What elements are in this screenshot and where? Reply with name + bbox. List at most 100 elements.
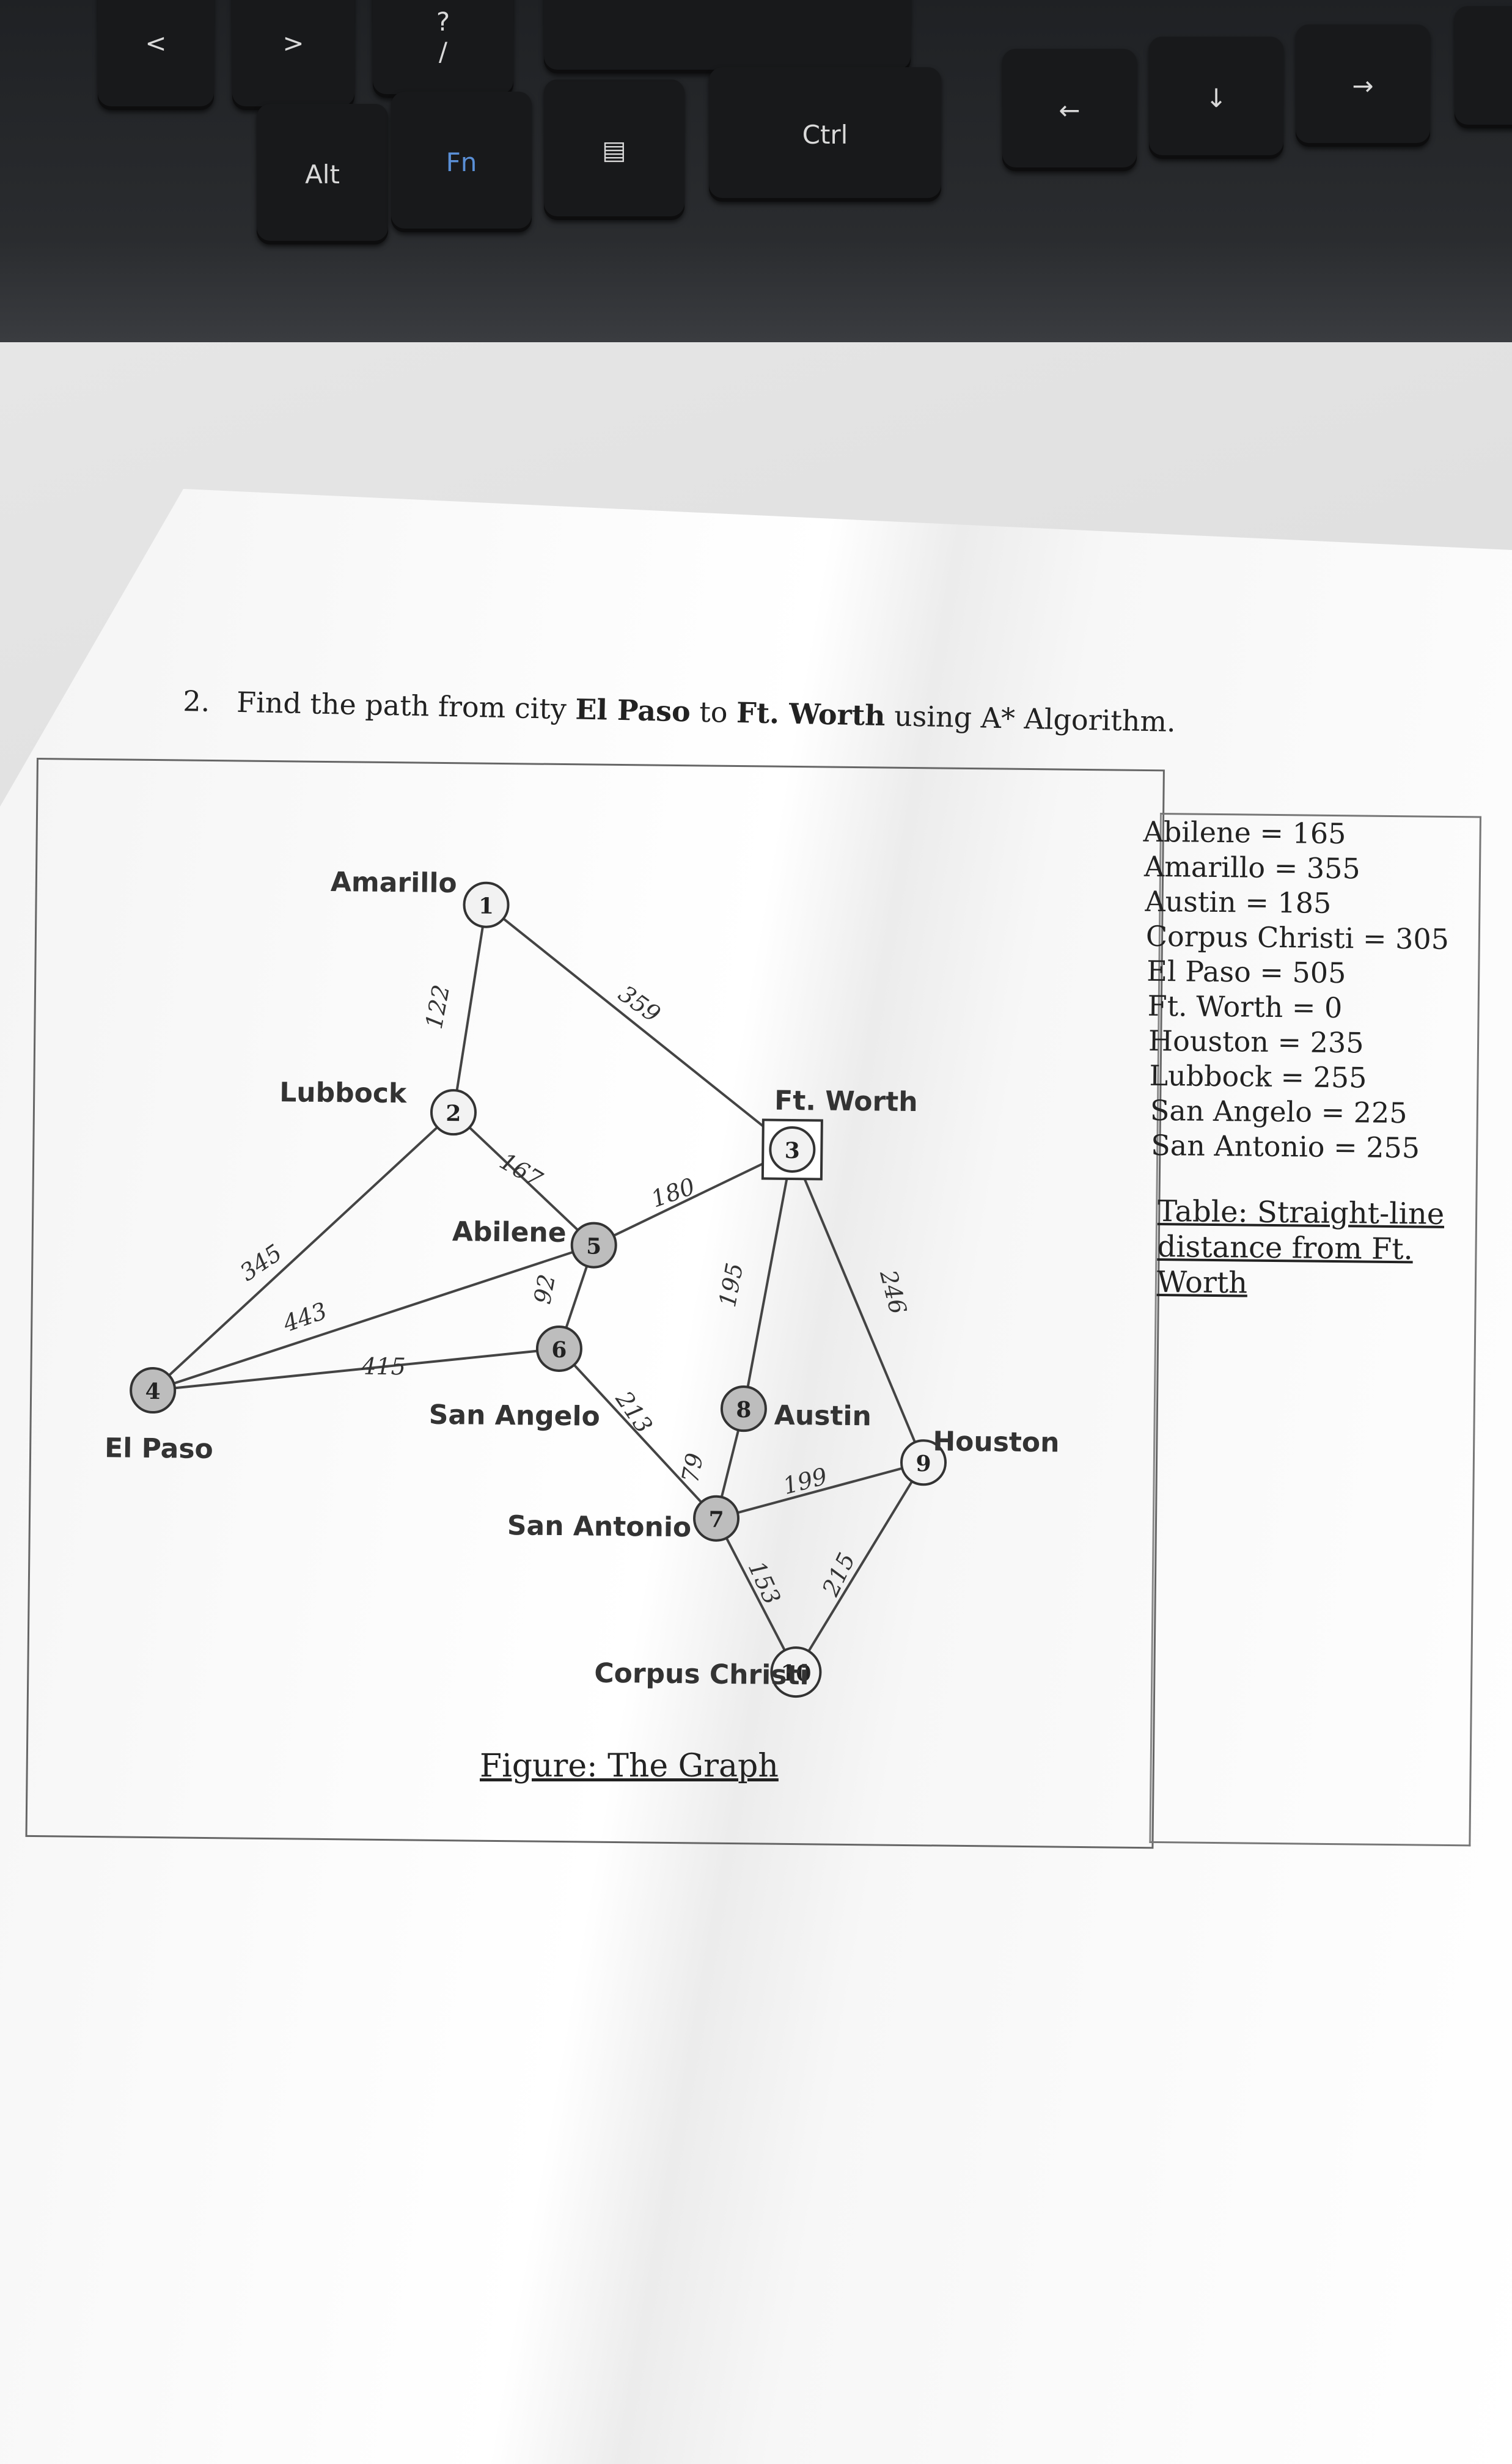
key-slash-label: / [438,37,448,67]
node-number-4: 4 [145,1379,161,1404]
city-label-6: San Angelo [429,1399,601,1432]
arrow-left-icon: ← [1059,95,1081,125]
edge-weight-3-9: 246 [875,1267,912,1317]
arrow-right-icon: → [1352,70,1374,101]
key-lt-label: < [145,28,167,58]
key-lt-comma: < [98,0,214,110]
node-10 [770,1646,822,1698]
key-question-label: ? [436,7,450,37]
node-6 [535,1326,582,1373]
key-arrow-down: ↓ [1149,37,1283,159]
node-number-2: 2 [446,1101,461,1126]
city-label-3: Ft. Worth [774,1085,918,1118]
key-question-slash: ? / [373,0,513,98]
node-number-7: 7 [708,1507,724,1533]
node-number-8: 8 [736,1397,752,1423]
goal-city: Ft. Worth [736,695,886,733]
city-label-8: Austin [774,1400,872,1432]
edge-3-9 [791,1149,925,1464]
city-label-5: Abilene [452,1216,567,1248]
edge-weight-8-7: 79 [677,1451,708,1485]
edge-2-4 [152,1111,455,1392]
node-3 [769,1126,816,1173]
city-label-4: El Paso [105,1432,213,1465]
key-extra-right [1455,6,1512,128]
edge-2-5 [452,1111,595,1247]
heuristic-row: San Angelo = 225 [1150,1093,1407,1130]
edge-4-5 [152,1244,595,1392]
key-gt-period: > [232,0,354,110]
heuristic-row: Corpus Christi = 305 [1145,919,1450,956]
edge-weight-4-6: 415 [361,1353,406,1380]
table-caption-line2: distance from Ft. Worth [1156,1229,1414,1300]
city-label-9: Houston [933,1426,1060,1458]
edge-weight-1-3: 359 [614,980,666,1028]
node-2 [430,1089,477,1136]
city-label-2: Lubbock [279,1077,408,1109]
menu-icon: ▤ [602,134,626,165]
edge-6-7 [558,1348,717,1520]
node-number-6: 6 [551,1337,567,1363]
heuristic-row: El Paso = 505 [1147,954,1346,990]
node-4 [130,1367,177,1414]
key-alt-label: Alt [305,159,340,189]
edge-3-8 [742,1149,794,1409]
edge-7-9 [716,1461,924,1520]
node-number-5: 5 [586,1233,602,1259]
edge-5-3 [593,1148,793,1247]
edge-4-6 [152,1348,560,1392]
edge-1-2 [452,904,488,1113]
key-gt-label: > [282,28,304,58]
heuristic-row: Houston = 235 [1148,1024,1364,1060]
edge-7-10 [715,1517,798,1673]
keyboard: < > ? / Alt Fn ▤ Ctrl ← ↓ → [0,0,1512,342]
figure-caption: Figure: The Graph [480,1748,779,1784]
edge-weight-1-2: 122 [420,983,455,1031]
node-number-10: 10 [780,1660,812,1687]
key-space-end [544,0,911,73]
start-city: El Paso [574,692,691,728]
edge-weight-3-8: 195 [714,1261,749,1309]
edge-1-3 [485,904,793,1151]
heuristic-rows: Abilene = 165 Amarillo = 355 Austin = 18… [1143,815,1480,1166]
key-arrow-left: ← [1002,49,1137,171]
key-ctrl: Ctrl [709,67,941,202]
heuristic-table: Abilene = 165 Amarillo = 355 Austin = 18… [1143,813,1481,1847]
edge-weight-4-5: 443 [279,1297,331,1338]
key-fn: Fn [391,92,532,232]
city-label-10: Corpus Christi [594,1658,809,1692]
question-text-middle: to [690,695,737,729]
key-alt: Alt [257,104,388,244]
key-fn-label: Fn [446,147,477,177]
question-number: 2. [182,684,210,718]
table-caption: Table: Straight-line distance from Ft. W… [1157,1194,1476,1303]
node-number-1: 1 [479,893,494,919]
node-number-9: 9 [916,1451,931,1476]
heuristic-row: San Antonio = 255 [1151,1128,1420,1165]
node-5 [570,1222,617,1269]
edge-weight-5-3: 180 [648,1173,699,1213]
heuristic-row: Austin = 185 [1145,884,1332,920]
arrow-down-icon: ↓ [1205,82,1227,113]
node-8 [720,1385,767,1432]
heuristic-row: Amarillo = 355 [1143,849,1361,886]
edge-weight-2-5: 167 [495,1148,548,1194]
table-caption-line1: Table: Straight-line [1157,1194,1445,1231]
key-arrow-right: → [1296,24,1430,147]
node-1 [463,881,510,928]
edge-weight-2-4: 345 [235,1239,287,1286]
city-label-1: Amarillo [331,867,457,899]
key-menu: ▤ [544,79,684,220]
node-number-3: 3 [785,1138,801,1164]
question-text-after: using A* Algorithm. [884,699,1176,739]
edge-weight-7-9: 199 [780,1462,830,1500]
paper-sheet [0,489,1512,2464]
heuristic-row: Lubbock = 255 [1149,1058,1367,1094]
heuristic-row: Ft. Worth = 0 [1147,989,1343,1025]
node-9 [900,1439,947,1486]
edge-9-10 [795,1462,925,1673]
city-label-7: San Antonio [507,1510,692,1543]
node-7 [693,1495,740,1542]
